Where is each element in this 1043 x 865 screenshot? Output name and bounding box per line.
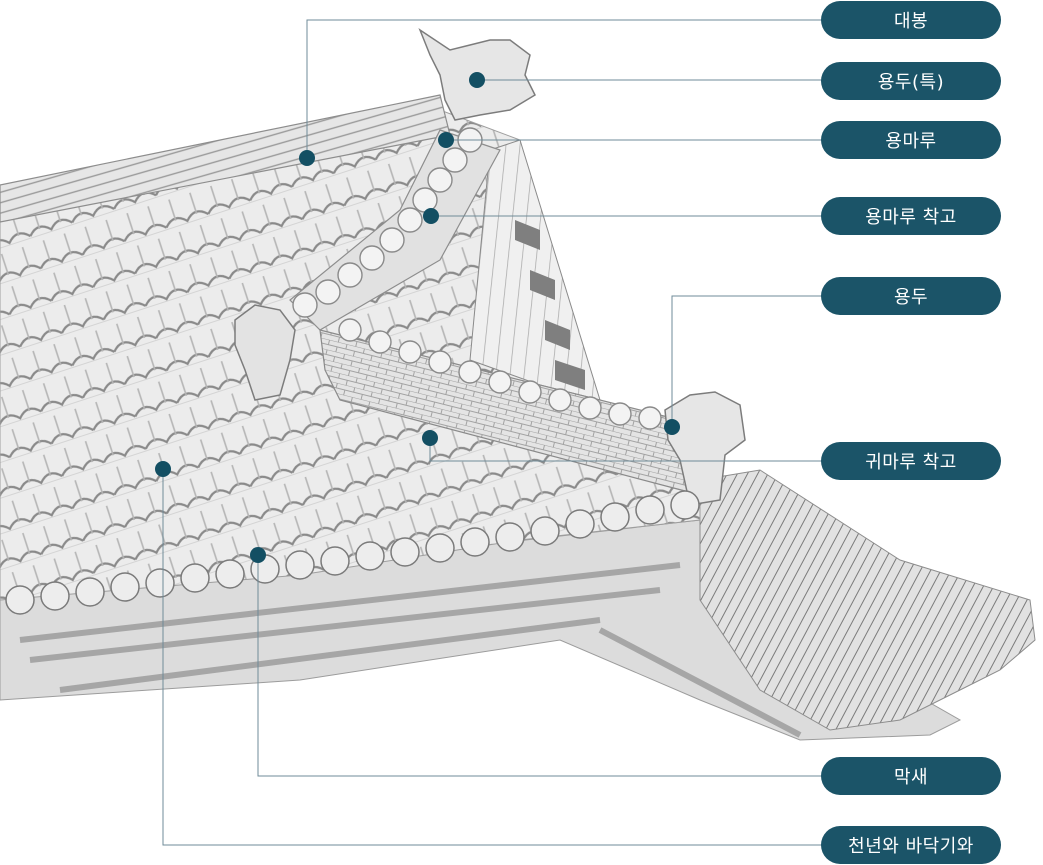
descending-ridge-tiles [292, 127, 483, 318]
marker-yongdu-special [469, 72, 485, 88]
marker-daebong [299, 150, 315, 166]
leader-line-floor-tile [162, 469, 822, 846]
gable-brackets [515, 220, 585, 390]
marker-yongmaru-chakgo [423, 208, 439, 224]
leader-lines [162, 19, 822, 846]
marker-yongdu [664, 419, 680, 435]
label-yongmaru-chakgo: 용마루 착고 [821, 197, 1001, 235]
marker-floor-tile [155, 461, 171, 477]
markers [155, 72, 680, 563]
label-daebong: 대봉 [821, 1, 1001, 39]
end-tile-row [5, 490, 700, 615]
gable-face [469, 139, 601, 401]
label-yongmaru: 용마루 [821, 121, 1001, 159]
ridge-end-ornament [234, 304, 296, 401]
label-floor-tile: 천년와 바닥기와 [821, 826, 1001, 864]
label-maksae: 막새 [821, 757, 1001, 795]
eave-beams [19, 562, 802, 738]
label-yongdu-special: 용두(특) [821, 62, 1001, 100]
hip-ridge-tiles [338, 318, 662, 430]
marker-yongmaru [438, 132, 454, 148]
dragon-head-corner [664, 391, 746, 506]
leader-line-daebong [306, 19, 822, 158]
leader-line-yongdu [671, 295, 822, 427]
label-gwimaru-chakgo: 귀마루 착고 [821, 442, 1001, 480]
marker-gwimaru-chakgo [422, 430, 438, 446]
corner-rafters [699, 469, 1036, 731]
leader-line-maksae [257, 555, 822, 777]
marker-maksae [250, 547, 266, 563]
label-yongdu: 용두 [821, 277, 1001, 315]
